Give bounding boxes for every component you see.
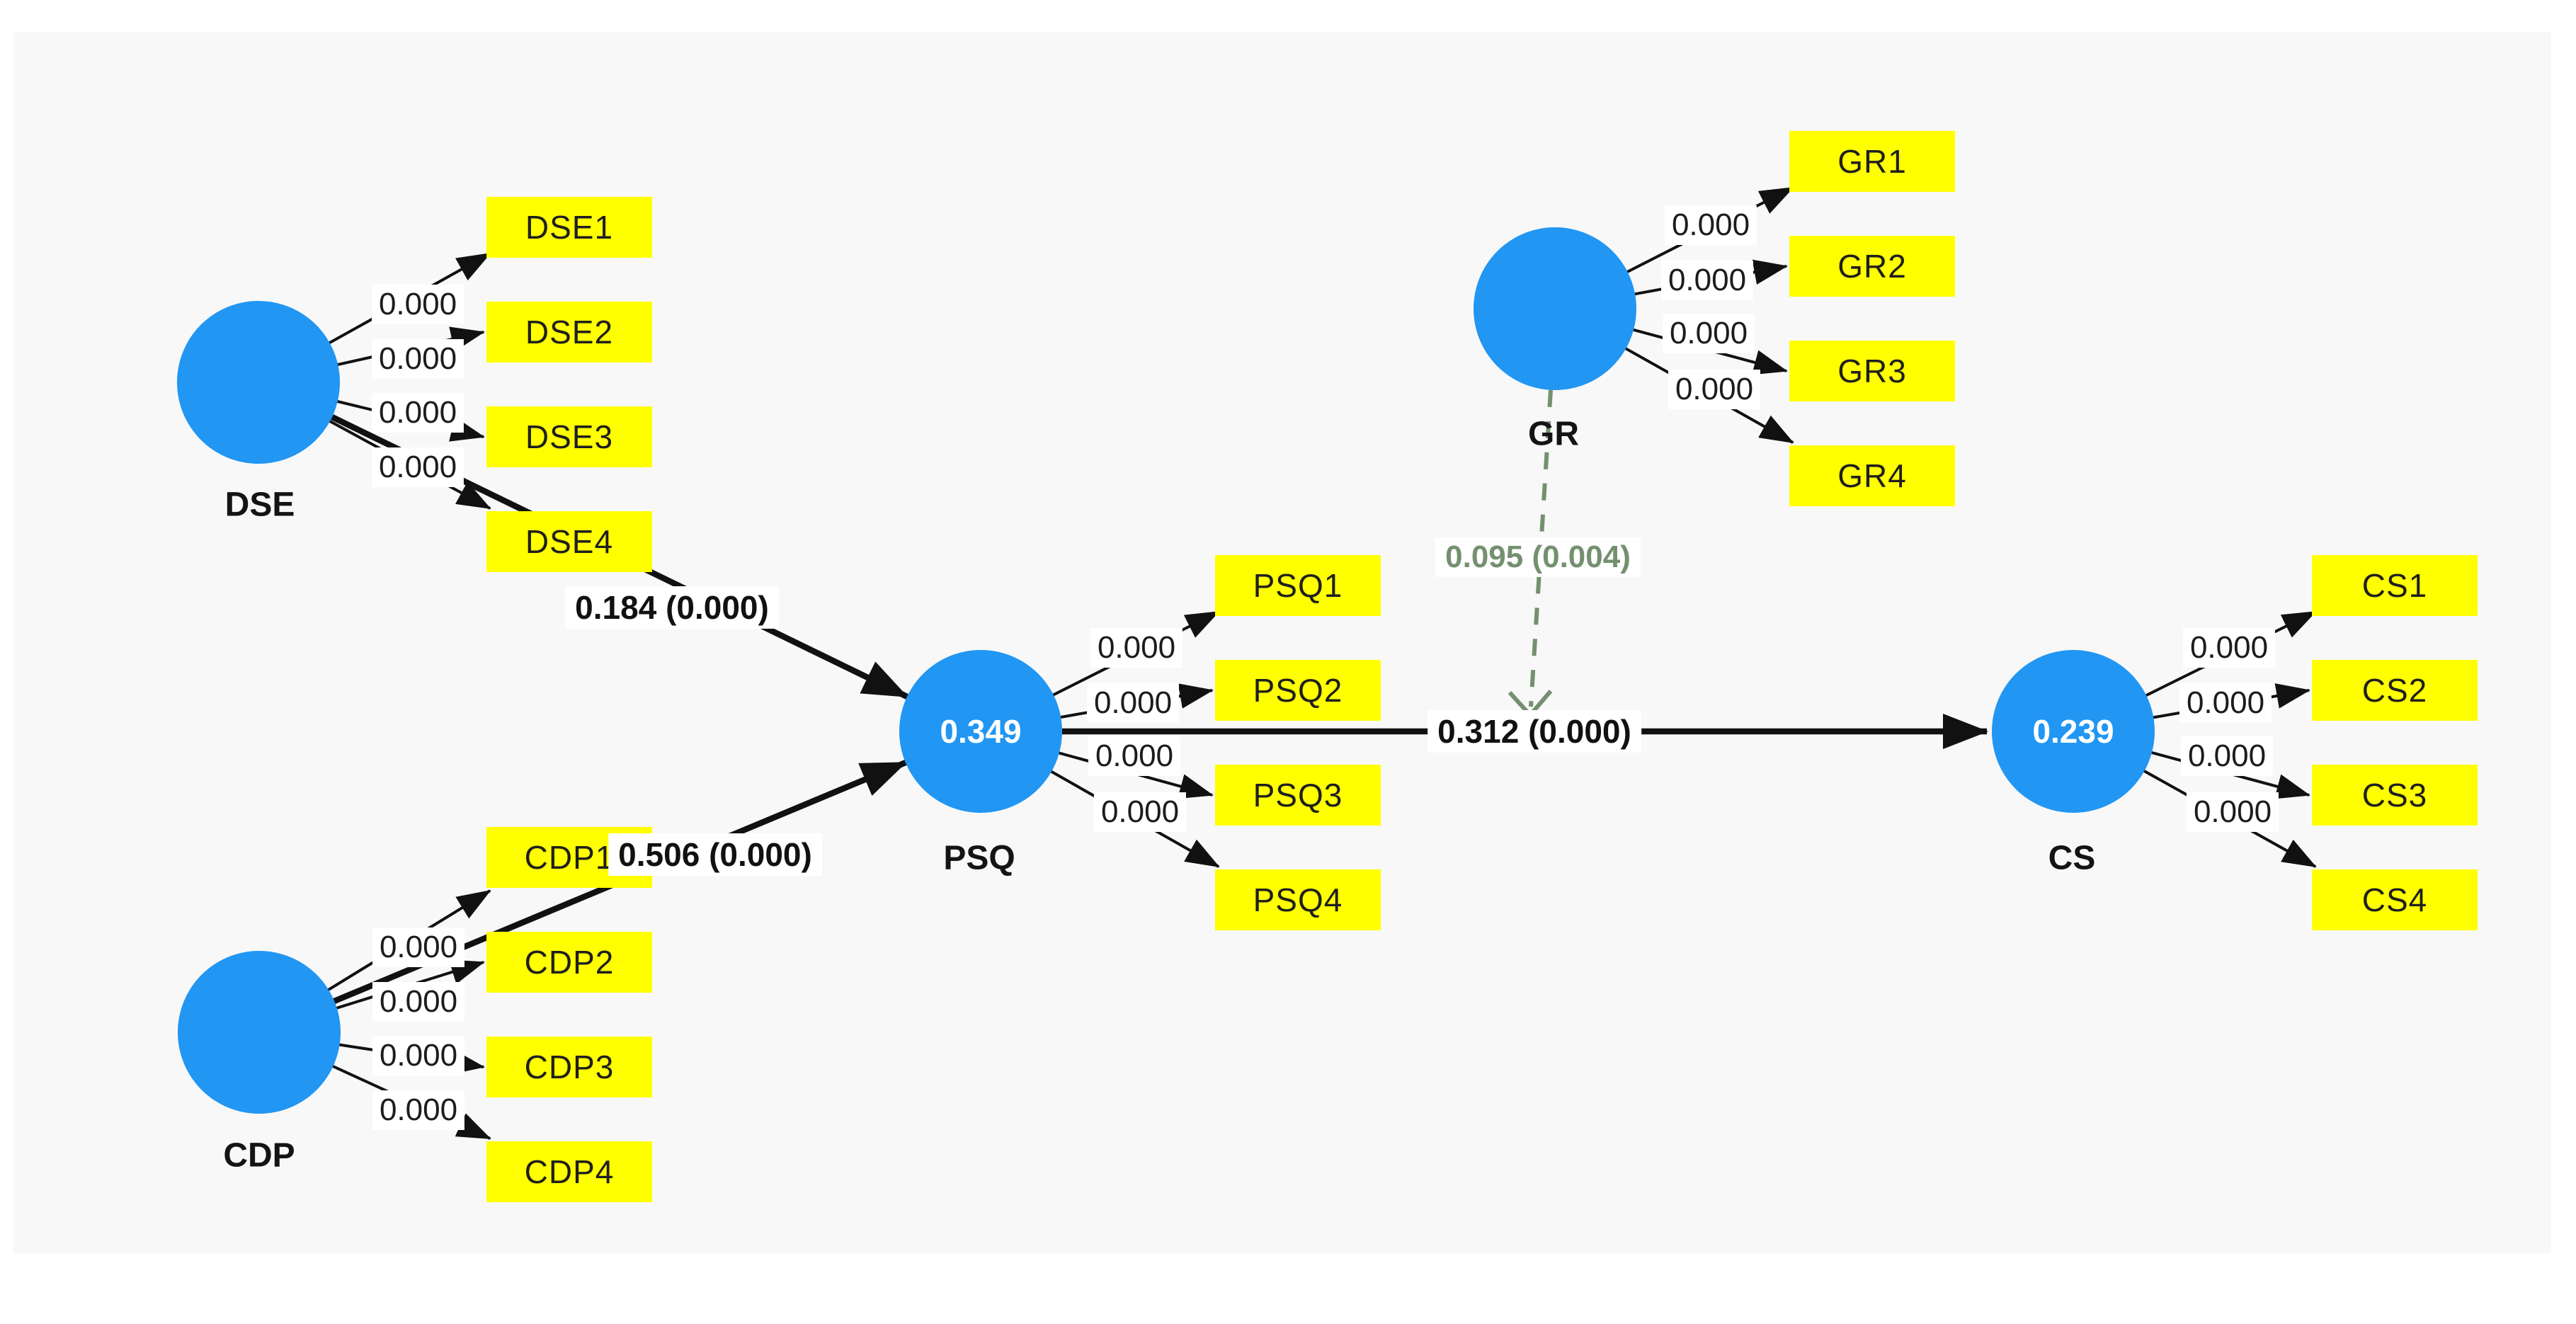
indicator-psq1[interactable]: PSQ1	[1215, 555, 1381, 616]
construct-cdp-label: CDP	[223, 1136, 295, 1175]
indicator-dse4[interactable]: DSE4	[486, 511, 652, 572]
loading-cdp3: 0.000	[372, 1036, 465, 1075]
indicator-cs1[interactable]: CS1	[2312, 555, 2478, 616]
construct-cs[interactable]: 0.239	[1992, 650, 2155, 813]
construct-gr-label: GR	[1528, 415, 1579, 453]
construct-dse[interactable]	[177, 301, 340, 464]
construct-psq[interactable]: 0.349	[899, 650, 1062, 813]
indicator-gr2[interactable]: GR2	[1789, 236, 1955, 297]
loading-dse3: 0.000	[371, 393, 465, 433]
coefficient-psq-cs: 0.312 (0.000)	[1427, 710, 1641, 753]
loading-cs1: 0.000	[2182, 628, 2276, 668]
construct-gr[interactable]	[1474, 227, 1636, 390]
indicator-dse3[interactable]: DSE3	[486, 406, 652, 467]
indicator-psq4[interactable]: PSQ4	[1215, 869, 1381, 930]
loading-gr4: 0.000	[1668, 370, 1761, 409]
coefficient-cdp-psq: 0.506 (0.000)	[608, 833, 822, 876]
coefficient-gr-moderation: 0.095 (0.004)	[1435, 537, 1641, 577]
loading-gr1: 0.000	[1664, 205, 1757, 245]
indicator-psq2[interactable]: PSQ2	[1215, 660, 1381, 721]
construct-cs-label: CS	[2048, 839, 2096, 877]
loading-psq2: 0.000	[1086, 683, 1180, 723]
loading-psq3: 0.000	[1088, 736, 1181, 776]
indicator-gr3[interactable]: GR3	[1789, 341, 1955, 401]
indicator-gr1[interactable]: GR1	[1789, 131, 1955, 192]
indicator-cs3[interactable]: CS3	[2312, 765, 2478, 826]
indicator-cdp4[interactable]: CDP4	[486, 1141, 652, 1202]
indicator-gr4[interactable]: GR4	[1789, 445, 1955, 506]
loading-dse4: 0.000	[371, 447, 465, 487]
coefficient-dse-psq: 0.184 (0.000)	[565, 586, 779, 629]
loading-cdp1: 0.000	[372, 928, 465, 967]
indicator-cdp2[interactable]: CDP2	[486, 932, 652, 993]
cs-r2-value: 0.239	[2032, 713, 2114, 750]
loading-gr2: 0.000	[1660, 261, 1754, 300]
indicator-dse2[interactable]: DSE2	[486, 302, 652, 363]
loading-dse1: 0.000	[371, 285, 465, 324]
loading-dse2: 0.000	[371, 339, 465, 379]
loading-cdp4: 0.000	[372, 1090, 465, 1130]
loading-gr3: 0.000	[1662, 314, 1755, 353]
loading-cs4: 0.000	[2186, 792, 2279, 832]
loading-cs3: 0.000	[2180, 736, 2274, 776]
construct-psq-label: PSQ	[943, 839, 1015, 877]
indicator-cs2[interactable]: CS2	[2312, 660, 2478, 721]
indicator-cdp3[interactable]: CDP3	[486, 1037, 652, 1097]
construct-cdp[interactable]	[178, 951, 341, 1114]
loading-psq1: 0.000	[1090, 628, 1183, 668]
indicator-cs4[interactable]: CS4	[2312, 869, 2478, 930]
loading-psq4: 0.000	[1093, 792, 1187, 832]
indicator-psq3[interactable]: PSQ3	[1215, 765, 1381, 826]
indicator-dse1[interactable]: DSE1	[486, 197, 652, 258]
loading-cs2: 0.000	[2179, 683, 2272, 723]
loading-cdp2: 0.000	[372, 982, 465, 1022]
construct-dse-label: DSE	[224, 486, 295, 524]
psq-r2-value: 0.349	[940, 713, 1022, 750]
